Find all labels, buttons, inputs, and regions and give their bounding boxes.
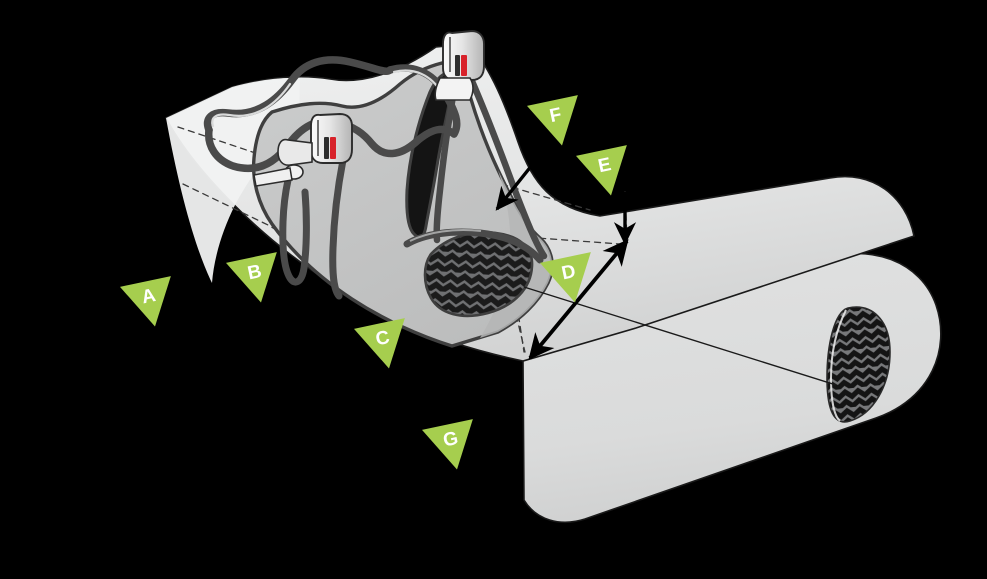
footbox-mesh-highlight bbox=[829, 309, 847, 422]
marker-f-triangle[interactable] bbox=[526, 95, 587, 151]
collar-cordlock bbox=[277, 138, 313, 166]
marker-f[interactable]: F bbox=[526, 95, 587, 151]
arrow-f-line bbox=[495, 153, 542, 211]
arrow-d-line bbox=[528, 239, 629, 360]
mesh-patch-footbox-shape bbox=[826, 306, 891, 423]
top-buckle-dark-accent bbox=[455, 55, 460, 76]
marker-e[interactable]: E bbox=[575, 145, 636, 201]
collar-webbing-tail bbox=[253, 167, 293, 187]
mesh-patch-footbox bbox=[826, 306, 891, 423]
collar-webbing-highlight bbox=[409, 229, 482, 242]
top-buckle-webbing bbox=[434, 77, 474, 101]
collar-buckle[interactable] bbox=[253, 113, 353, 187]
annotation-arrows bbox=[495, 153, 637, 360]
marker-b-triangle[interactable] bbox=[225, 252, 286, 308]
marker-d-triangle[interactable] bbox=[539, 252, 600, 308]
marker-g[interactable]: G bbox=[421, 419, 482, 475]
marker-a-triangle[interactable] bbox=[119, 276, 180, 332]
top-buckle-red-accent bbox=[461, 55, 467, 76]
marker-g-triangle[interactable] bbox=[421, 419, 482, 475]
bag-interior-slit bbox=[405, 71, 457, 239]
marker-e-triangle[interactable] bbox=[575, 145, 636, 201]
marker-c-triangle[interactable] bbox=[353, 318, 414, 374]
collar-buckle-red-accent bbox=[330, 137, 336, 159]
collar-cord-loop bbox=[279, 144, 347, 300]
marker-a[interactable]: A bbox=[119, 276, 180, 332]
collar-buckle-dark-accent bbox=[324, 137, 329, 159]
marker-b[interactable]: B bbox=[225, 252, 286, 308]
collar-webbing-rail bbox=[403, 228, 544, 264]
top-buckle[interactable] bbox=[434, 30, 485, 101]
